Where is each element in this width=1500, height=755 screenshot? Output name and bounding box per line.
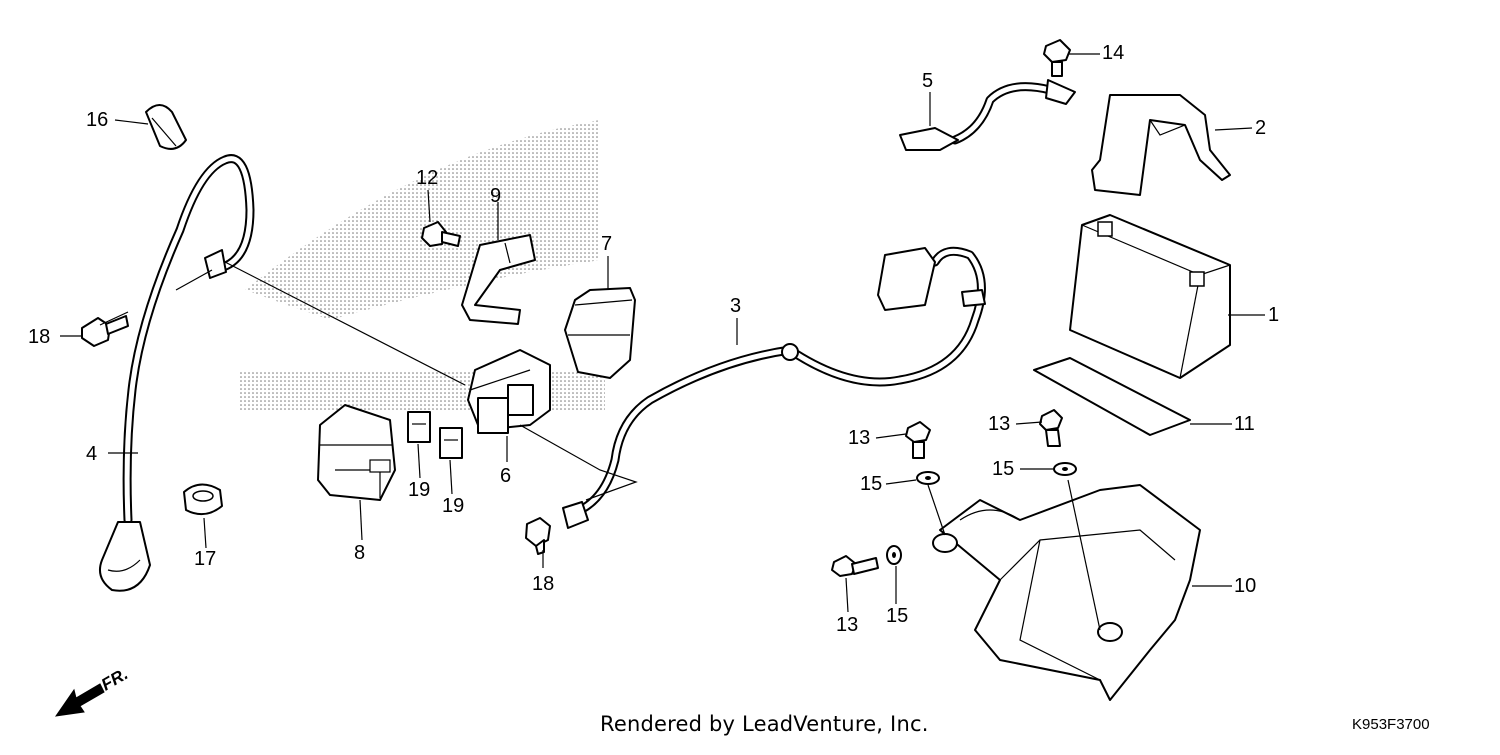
part-19-fuse-a <box>407 411 431 443</box>
callout-4: 4 <box>86 443 98 465</box>
callout-1: 1 <box>1268 304 1280 326</box>
part-13-bolt-bottom <box>831 555 879 577</box>
part-8-cover <box>317 404 396 501</box>
callout-15-left: 15 <box>860 473 883 495</box>
part-17-grommet <box>183 483 223 516</box>
callout-7: 7 <box>601 233 613 255</box>
callout-3: 3 <box>730 295 742 317</box>
callout-12: 12 <box>416 167 439 189</box>
arrow-down-left-icon <box>54 683 105 717</box>
callout-13-left: 13 <box>848 427 871 449</box>
part-4-cable <box>99 154 255 592</box>
callout-6: 6 <box>500 465 512 487</box>
callout-18-left: 18 <box>28 326 51 348</box>
rendered-by-credit: Rendered by LeadVenture, Inc. <box>600 712 929 736</box>
part-15-washer-b <box>1053 462 1077 476</box>
callout-15-bottom: 15 <box>886 605 909 627</box>
part-7-cover <box>564 287 636 379</box>
part-14-bolt <box>1043 39 1071 77</box>
part-18-bolt-left <box>81 315 129 347</box>
part-15-washer-c <box>886 545 902 565</box>
part-11-pad <box>1033 357 1191 436</box>
part-5-strap <box>899 79 1076 151</box>
part-13-bolt-left <box>905 421 931 459</box>
callout-5: 5 <box>922 70 934 92</box>
callout-19-left: 19 <box>408 479 431 501</box>
callout-13-right: 13 <box>988 413 1011 435</box>
callout-10: 10 <box>1234 575 1257 597</box>
callout-19-right: 19 <box>442 495 465 517</box>
part-19-fuse-b <box>439 427 463 459</box>
diagram-code: K953F3700 <box>1352 716 1430 733</box>
part-16-clamp <box>145 104 187 150</box>
part-9-bracket <box>461 234 536 325</box>
part-12-bolt <box>421 221 461 247</box>
part-10-battery-box <box>932 484 1201 701</box>
part-15-washer-a <box>916 471 940 485</box>
part-1-battery <box>1069 214 1231 379</box>
part-18-bolt-center <box>525 517 551 555</box>
callout-18-center: 18 <box>532 573 555 595</box>
callout-13-bottom: 13 <box>836 614 859 636</box>
callout-9: 9 <box>490 185 502 207</box>
callout-17: 17 <box>194 548 217 570</box>
callout-15-right: 15 <box>992 458 1015 480</box>
leader-lines <box>60 53 1265 631</box>
callout-16: 16 <box>86 109 109 131</box>
callout-8: 8 <box>354 542 366 564</box>
callout-2: 2 <box>1255 117 1267 139</box>
part-13-bolt-right <box>1039 409 1063 447</box>
part-3-cable <box>562 246 986 529</box>
callout-11: 11 <box>1234 413 1255 435</box>
callout-14: 14 <box>1102 42 1125 64</box>
part-6-relay <box>467 349 551 434</box>
part-2-band <box>1091 94 1231 196</box>
